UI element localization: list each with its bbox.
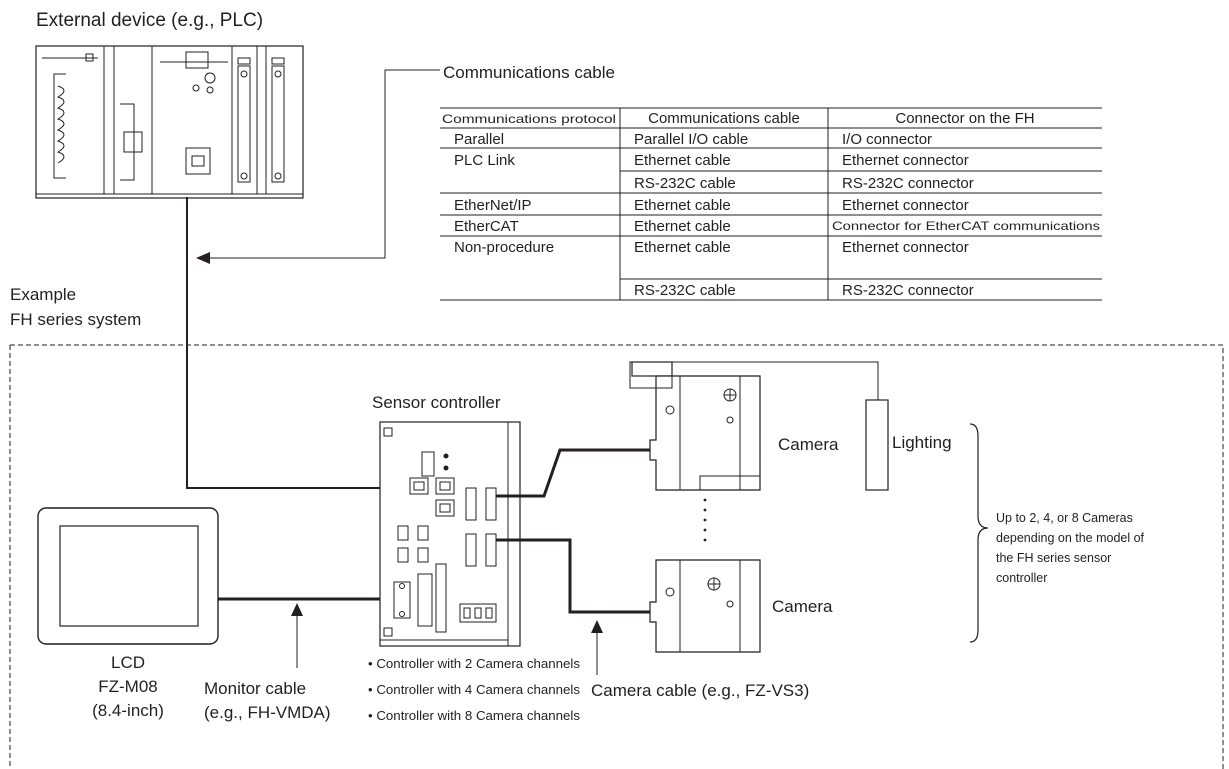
table-cell: Ethernet cable — [634, 197, 731, 214]
camera-ellipsis — [703, 498, 707, 542]
sensor-controller-label: Sensor controller — [372, 393, 501, 412]
table-cell: EtherNet/IP — [454, 197, 532, 214]
camera-count-note: the FH series sensor — [996, 551, 1111, 565]
table-cell: Connector for EtherCAT communications — [832, 219, 1100, 233]
comm-cable-leader — [205, 69, 440, 259]
communications-cable-label: Communications cable — [443, 63, 615, 82]
plc-device — [35, 45, 304, 199]
controller-option: • Controller with 4 Camera channels — [368, 682, 581, 697]
comm-cable-leader-arrow — [196, 252, 210, 264]
table-cell: RS-232C cable — [634, 282, 736, 299]
camera-bottom — [649, 559, 761, 653]
table-cell: PLC Link — [454, 152, 515, 169]
sensor-controller — [379, 421, 521, 647]
lcd-size: (8.4-inch) — [92, 701, 164, 720]
communications-cable — [186, 197, 408, 489]
monitor-cable-model: (e.g., FH-VMDA) — [204, 703, 331, 722]
table-cell: I/O connector — [842, 131, 932, 148]
protocol-table: Communications protocol Communications c… — [440, 107, 1102, 301]
lcd-label: LCD — [111, 653, 145, 672]
camera-label-top: Camera — [778, 435, 839, 454]
camera-count-note: Up to 2, 4, or 8 Cameras — [996, 511, 1133, 525]
table-cell: Ethernet cable — [634, 152, 731, 169]
lighting-label: Lighting — [892, 433, 952, 452]
table-header-cable: Communications cable — [648, 110, 800, 127]
table-cell: Ethernet cable — [634, 239, 731, 256]
table-cell: Parallel I/O cable — [634, 131, 748, 148]
monitor-cable-label: Monitor cable — [204, 679, 306, 698]
table-header-connector: Connector on the FH — [895, 110, 1034, 127]
table-cell: Ethernet connector — [842, 152, 969, 169]
table-cell: Non-procedure — [454, 239, 554, 256]
example-label: Example — [10, 285, 76, 304]
table-cell: RS-232C cable — [634, 175, 736, 192]
camera-cable-label: Camera cable (e.g., FZ-VS3) — [591, 681, 809, 700]
camera-count-note: depending on the model of — [996, 531, 1145, 545]
camera-top — [631, 361, 761, 491]
controller-option: • Controller with 2 Camera channels — [368, 656, 581, 671]
table-cell: Ethernet connector — [842, 239, 969, 256]
table-cell: Ethernet cable — [634, 218, 731, 235]
camera-cable-top — [496, 448, 650, 498]
lighting-unit — [865, 399, 889, 491]
table-cell: Parallel — [454, 131, 504, 148]
lighting-cable — [629, 361, 879, 400]
camera-label-bottom: Camera — [772, 597, 833, 616]
example-subtitle: FH series system — [10, 310, 141, 329]
external-device-title: External device (e.g., PLC) — [36, 10, 263, 31]
camera-group-brace — [969, 423, 989, 643]
camera-count-note: controller — [996, 571, 1047, 585]
camera-cable-bottom — [496, 538, 650, 614]
table-cell: RS-232C connector — [842, 282, 974, 299]
monitor-cable-leader-arrow — [291, 603, 303, 616]
table-header-protocol: Communications protocol — [442, 112, 616, 126]
lcd-monitor — [37, 507, 219, 645]
table-cell: Ethernet connector — [842, 197, 969, 214]
lcd-model: FZ-M08 — [98, 677, 158, 696]
camera-cable-leader-arrow — [591, 620, 603, 633]
table-cell: EtherCAT — [454, 218, 519, 235]
system-boundary — [9, 344, 1224, 769]
table-cell: RS-232C connector — [842, 175, 974, 192]
controller-option: • Controller with 8 Camera channels — [368, 708, 581, 723]
